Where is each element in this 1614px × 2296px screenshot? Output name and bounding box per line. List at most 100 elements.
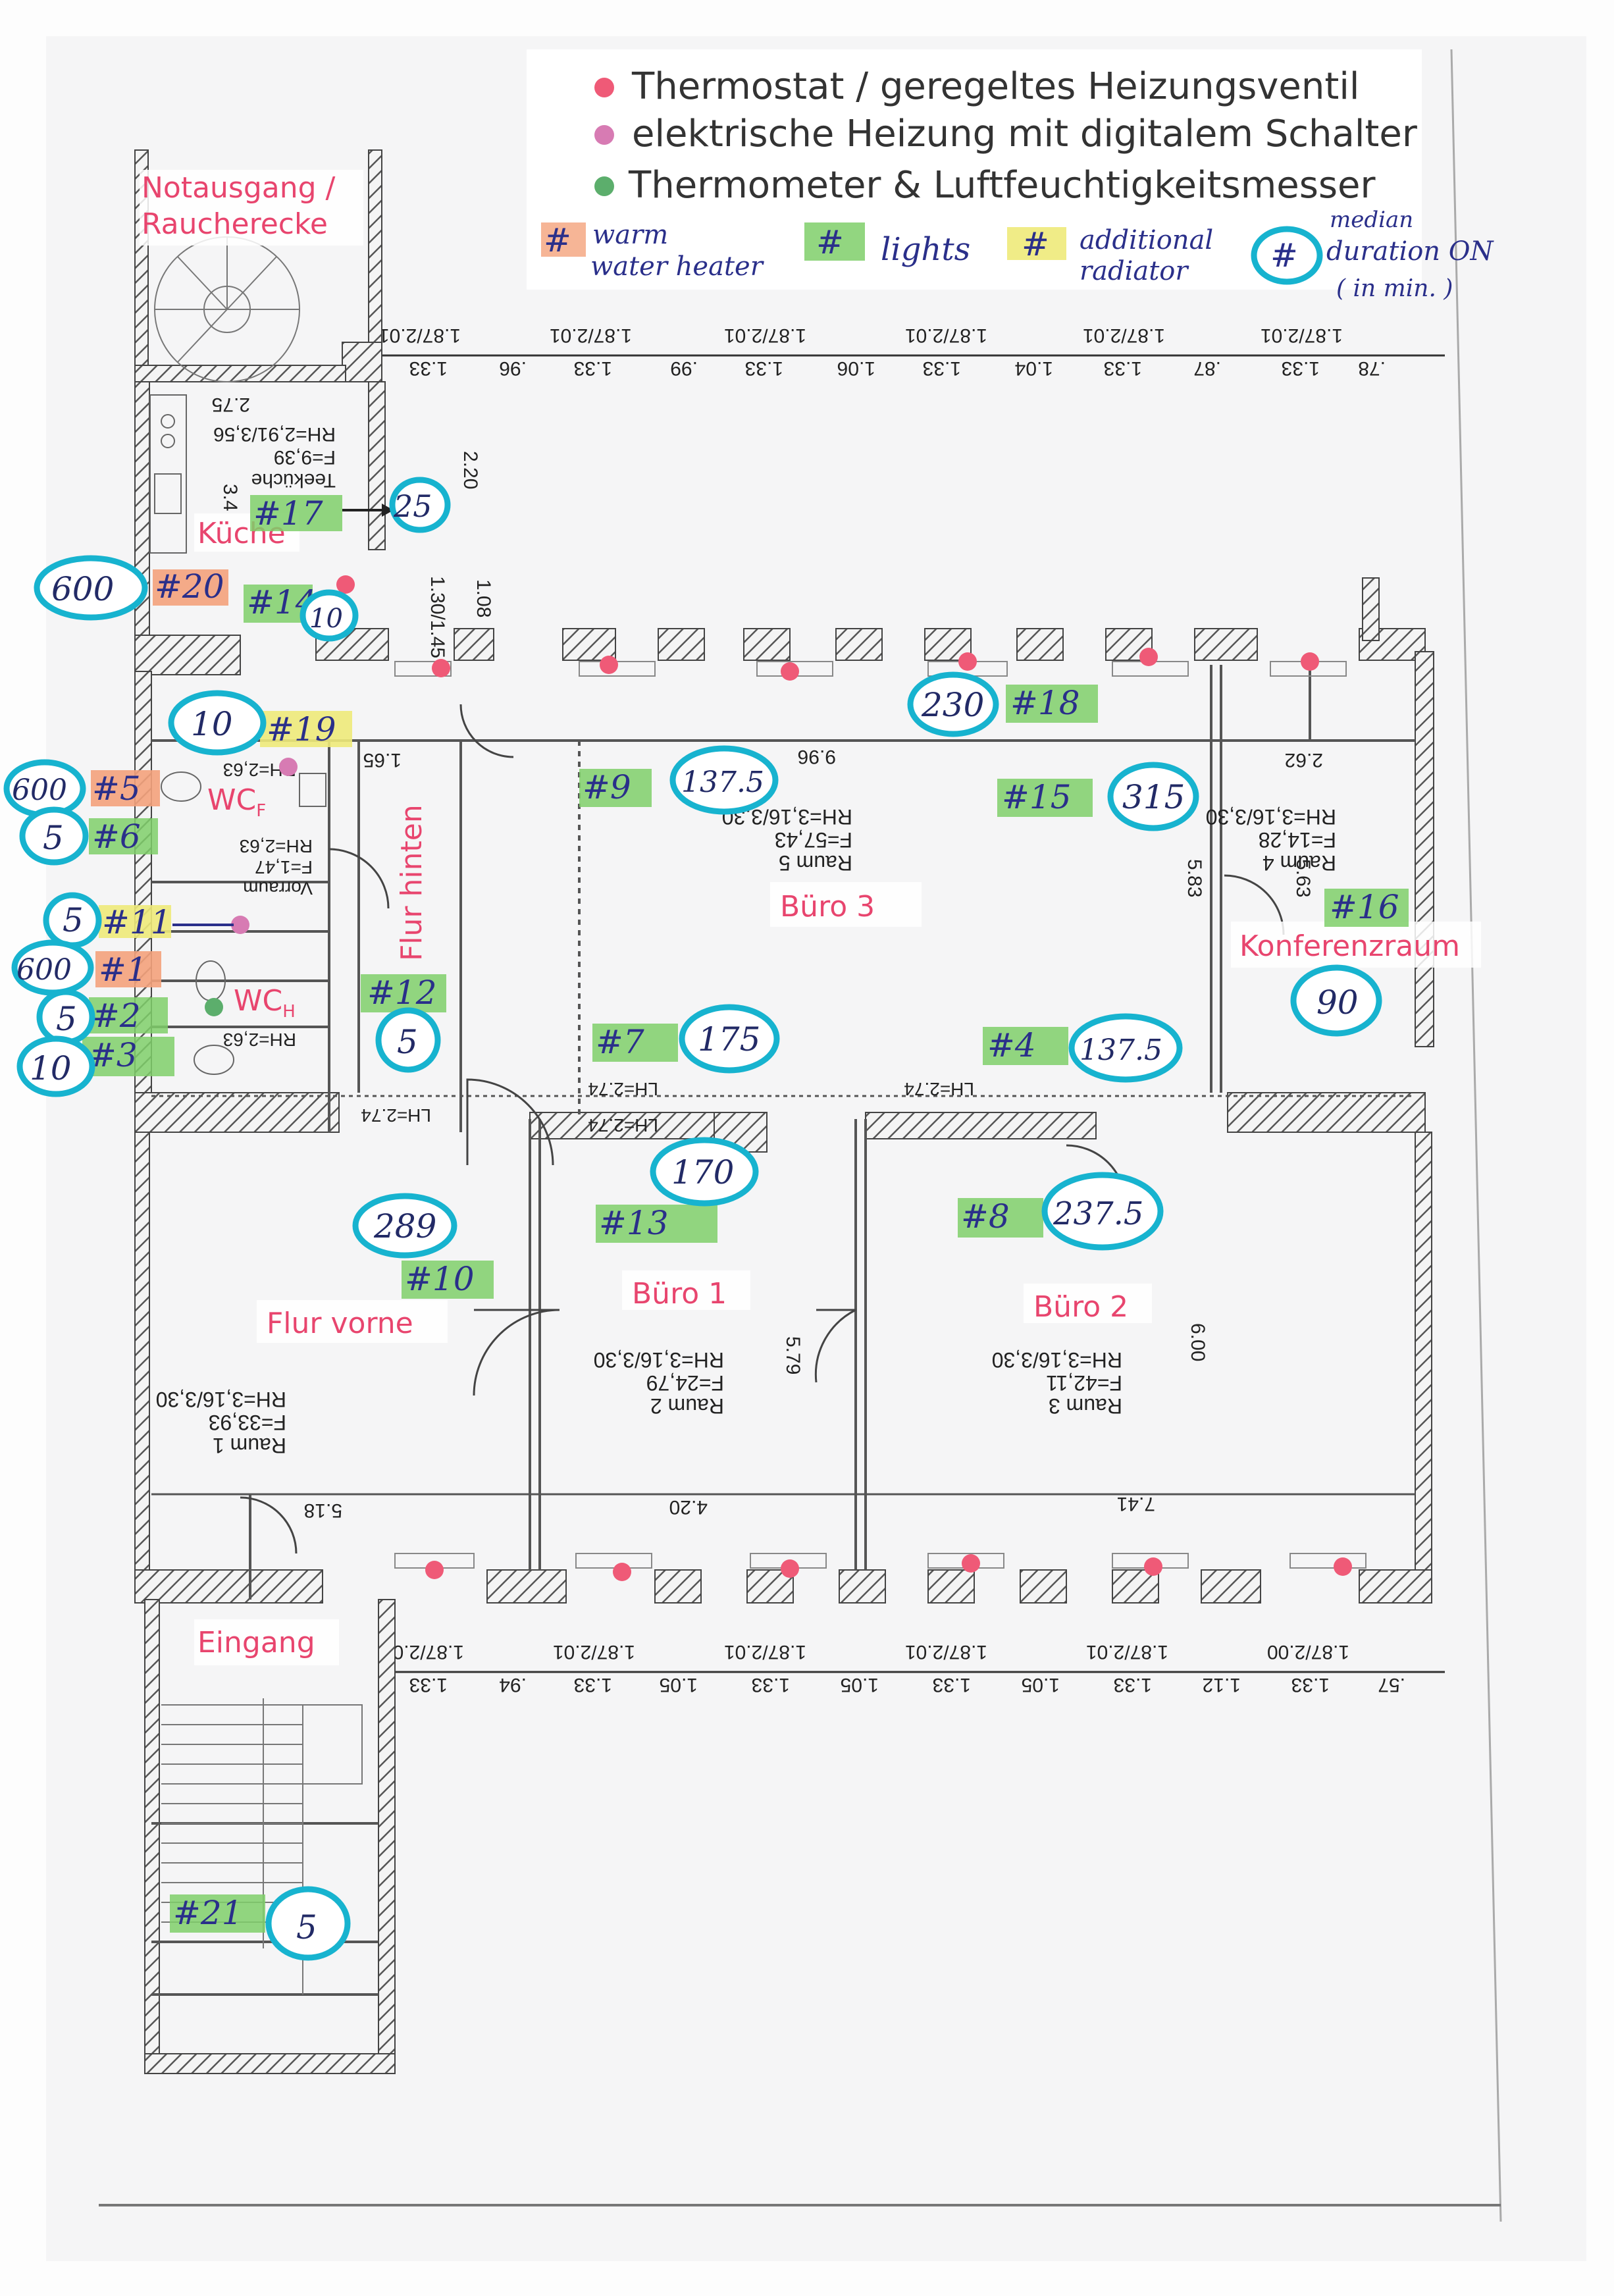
top-dim-5: 1.87/2.01 [550,325,632,346]
lh-2: LH=2.74 [588,1079,658,1099]
legend: Thermostat / geregeltes Heizungsventil e… [527,49,1495,302]
bottom-dim2-6: 1.33 [933,1674,971,1696]
radiator-highlight [260,711,352,747]
top-dim2-12: 1.33 [409,357,448,379]
duration-ring [1107,762,1199,831]
legend-warm-water-l1: warm [592,220,668,250]
duration-5-eingang: 5 [296,1908,317,1946]
lights-highlight [1324,889,1409,927]
dim-4-20: 4.20 [669,1496,708,1518]
bottom-dim2-9: 1.05 [660,1674,698,1696]
thermostat-dot [1139,648,1158,666]
room-wcf: WCF [207,783,266,821]
dim-5-79: 5.79 [782,1336,804,1374]
lh-3: LH=2.74 [588,1115,658,1135]
duration-137-5-b: 137.5 [1080,1033,1162,1067]
top-dim-labels: 1.87/2.01 1.87/2.01 1.87/2.01 1.87/2.01 … [378,325,1343,346]
duration-ring [389,477,451,533]
bottom-dim-2: 1.87/2.01 [1086,1641,1168,1663]
duration-ring [34,555,148,621]
tag-4: #4 [987,1026,1036,1064]
thermostat-dot [1144,1557,1162,1576]
legend-lights: lights [881,231,970,268]
duration-ring-swatch [1251,226,1323,285]
room-flur-vorne: Flur vorne [267,1307,413,1340]
thermostat-dot [962,1554,980,1573]
legend-duration-l2: duration ON [1326,236,1495,267]
raum4-l1: Raum 4 [1263,851,1336,875]
duration-600-wch: 600 [16,953,72,987]
top-dim-6: 1.87/2.01 [378,325,461,346]
duration-230: 230 [921,686,984,724]
tag-12: #12 [367,974,437,1012]
top-dimension-line: 1.87/2.01 1.87/2.01 1.87/2.01 1.87/2.01 … [378,325,1445,379]
lights-highlight [82,1037,174,1076]
tag-2: #2 [92,997,141,1035]
duration-ring [16,1035,95,1097]
top-dim-3: 1.87/2.01 [905,325,987,346]
warm-water-swatch [541,222,586,257]
teekueche-l1: Teeküche [251,469,336,491]
raum2-l2: F=24,79 [646,1371,724,1395]
tag-9: #9 [583,768,631,806]
top-dim2-8: 1.33 [745,357,783,379]
raum4-l3: RH=3,16/3,30 [1206,805,1336,829]
tag-7: #7 [596,1023,644,1061]
dim-1-65: 1.65 [363,749,402,771]
tag-16: #16 [1330,888,1399,926]
duration-ring [679,1004,780,1074]
teekueche-l2: F=9,39 [274,446,336,468]
raum4-l2: F=14,28 [1259,828,1336,852]
duration-ring [650,1137,759,1207]
thermostat-dot [781,662,799,681]
dim-3-4: 3.4 [219,484,241,511]
bottom-dim2-7: 1.05 [841,1674,879,1696]
top-dim2-11: .96 [499,357,527,379]
duration-170: 170 [671,1153,734,1191]
top-dim-4: 1.87/2.01 [724,325,806,346]
tag-20: #20 [155,567,224,606]
rh-wch: RH=2,63 [223,1030,296,1050]
thermostat-dots [336,575,1352,1581]
lights-highlight [596,1205,717,1243]
dim-2-62: 2.62 [1285,749,1323,771]
bottom-dim2-5: 1.05 [1022,1674,1060,1696]
duration-5-wch: 5 [56,1000,77,1038]
dim-5-83: 5.83 [1184,859,1205,897]
lights-highlight [997,779,1093,817]
tag-6: #6 [92,818,141,856]
legend-radiator-l2: radiator [1080,256,1189,286]
duration-ring [352,1193,457,1259]
legend-duration-hash: # [1270,236,1298,274]
duration-10-flur: 10 [191,705,233,743]
teekueche-l3: RH=2,91/3,56 [213,423,336,445]
vorraum-l2: F=1,47 [255,857,313,877]
legend-warm-water-l2: water heater [590,251,765,282]
duration-10-kueche: 10 [309,604,343,634]
tag-19: #19 [267,710,336,748]
duration-25: 25 [393,488,432,524]
top-dim2-1: .78 [1358,357,1386,379]
vorraum-l1: Vorraum [243,878,313,899]
top-dim2-6: 1.33 [923,357,961,379]
duration-289: 289 [373,1207,436,1245]
raum5-l2: F=57,43 [775,828,852,852]
duration-values: 25 600 10 10 600 5 5 600 5 10 5 137.5 31… [12,488,1359,1946]
duration-5-vorraum: 5 [63,901,84,939]
radiator-highlight [99,905,171,938]
lights-highlight [402,1261,494,1299]
room-wch-sub: H [282,1002,296,1022]
electric-heater-dot [279,758,298,776]
duration-ring [669,745,779,815]
thermostat-dot [425,1561,444,1579]
duration-ring [375,1007,441,1073]
lh-4: LH=2.74 [904,1079,974,1099]
legend-radiator-hash: # [1022,225,1049,263]
right-margin-line [1450,49,1502,2222]
top-dim2-7: 1.06 [837,357,875,379]
thermostat-dot [1301,652,1319,671]
tag-17-arrowhead [382,504,394,517]
room-buero1: Büro 1 [632,1277,727,1311]
raum2-l1: Raum 2 [650,1394,724,1418]
room-eingang: Eingang [197,1626,315,1659]
